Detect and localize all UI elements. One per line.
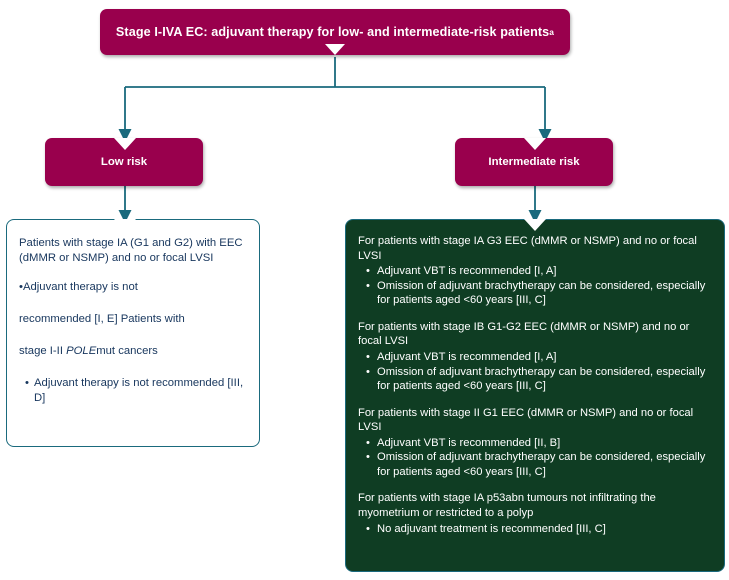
branch-low-risk-label: Low risk [100, 156, 148, 168]
intermediate-group-3: For patients with stage II G1 EEC (dMMR … [358, 406, 714, 480]
bullet-dot-icon: • [25, 377, 29, 390]
intermediate-group-3-bullet-2-text: Omission of adjuvant brachytherapy can b… [377, 451, 706, 478]
intermediate-risk-content-panel: For patients with stage IA G3 EEC (dMMR … [345, 219, 725, 572]
intermediate-group-2-bullet-1-text: Adjuvant VBT is recommended [I, A] [377, 350, 557, 363]
intermediate-risk-panel-top-notch [524, 219, 546, 231]
intermediate-risk-top-notch [524, 138, 546, 150]
intermediate-group-1: For patients with stage IA G3 EEC (dMMR … [358, 234, 714, 308]
intermediate-group-3-bullet-1: • Adjuvant VBT is recommended [II, B] [366, 436, 714, 451]
intermediate-group-4-heading: For patients with stage IA p53abn tumour… [358, 492, 656, 519]
intermediate-group-2-bullet-2-text: Omission of adjuvant brachytherapy can b… [377, 365, 706, 393]
low-risk-line-2c: stage I-II POLEmut cancers [19, 344, 247, 359]
bullet-dot-icon: • [366, 350, 370, 363]
bullet-dot-icon: • [366, 279, 370, 292]
low-risk-paragraph-1: Patients with stage IA (G1 and G2) with … [19, 237, 243, 265]
intermediate-group-2: For patients with stage IB G1-G2 EEC (dM… [358, 320, 714, 394]
intermediate-group-2-bullet-1: • Adjuvant VBT is recommended [I, A] [366, 350, 714, 365]
page-title-text: Stage I-IVA EC: adjuvant therapy for low… [115, 25, 550, 39]
intermediate-group-4: For patients with stage IA p53abn tumour… [358, 491, 714, 536]
intermediate-group-1-bullet-1-text: Adjuvant VBT is recommended [I, A] [377, 265, 557, 278]
bullet-dot-icon: • [366, 265, 370, 278]
low-risk-panel-top-notch [114, 219, 136, 231]
intermediate-group-3-bullet-2: • Omission of adjuvant brachytherapy can… [366, 450, 714, 479]
low-risk-bullet-text: Adjuvant therapy is not recommended [III… [34, 377, 244, 405]
low-risk-top-notch [114, 138, 136, 150]
intermediate-group-1-bullet-1: • Adjuvant VBT is recommended [I, A] [366, 264, 714, 279]
intermediate-group-4-bullet-1-text: No adjuvant treatment is recommended [II… [377, 522, 606, 535]
low-risk-bullet-item: • Adjuvant therapy is not recommended [I… [25, 376, 247, 406]
low-risk-gene-pole: POLE [66, 345, 97, 358]
title-banner-notch [325, 44, 345, 55]
low-risk-line-2a: •Adjuvant therapy is not [19, 281, 138, 294]
intermediate-group-4-bullet-1: • No adjuvant treatment is recommended [… [366, 522, 714, 537]
intermediate-group-2-bullet-2: • Omission of adjuvant brachytherapy can… [366, 365, 714, 394]
intermediate-group-1-heading: For patients with stage IA G3 EEC (dMMR … [358, 235, 697, 262]
intermediate-group-2-heading: For patients with stage IB G1-G2 EEC (dM… [358, 320, 690, 348]
intermediate-group-1-bullet-2: • Omission of adjuvant brachytherapy can… [366, 279, 714, 308]
intermediate-group-3-bullet-1-text: Adjuvant VBT is recommended [II, B] [377, 436, 561, 449]
bullet-dot-icon: • [366, 522, 370, 535]
bullet-dot-icon: • [366, 436, 370, 449]
low-risk-line-2c-pre: stage I-II [19, 345, 67, 358]
branch-intermediate-risk-label: Intermediate risk [488, 156, 580, 168]
bullet-dot-icon: • [366, 365, 370, 378]
intermediate-group-1-bullet-2-text: Omission of adjuvant brachytherapy can b… [377, 279, 706, 307]
low-risk-content-panel: Patients with stage IA (G1 and G2) with … [6, 219, 260, 447]
bullet-dot-icon: • [366, 451, 370, 464]
low-risk-line-2c-post: mut cancers [96, 345, 158, 358]
low-risk-line-2b: recommended [I, E] Patients with [19, 313, 185, 326]
intermediate-group-3-heading: For patients with stage II G1 EEC (dMMR … [358, 406, 694, 434]
